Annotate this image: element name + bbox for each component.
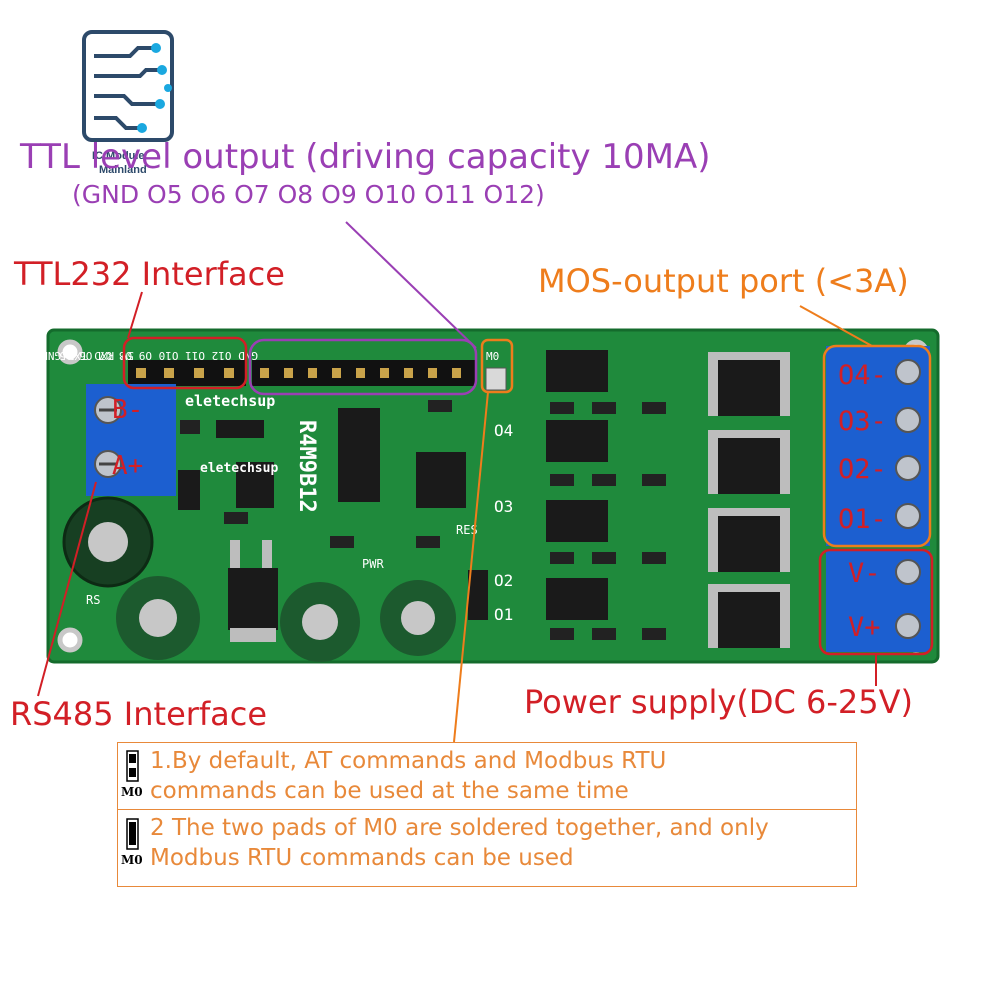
note-1-line-b: commands can be used at the same time [150, 778, 629, 804]
silk-led-o4: O4 [494, 421, 513, 440]
ttl232-label: TTL232 Interface [14, 255, 285, 293]
rs485-terminal [86, 384, 176, 496]
silk-led-o1: O1 [494, 605, 513, 624]
jumper-open-icon: M0 [121, 749, 143, 803]
callout-m0-box [480, 338, 514, 394]
leader-ttl-output [345, 221, 477, 349]
silk-ttl232-header: 5V RXD TXD GND [41, 349, 134, 362]
logo-text-line2: Mainland [99, 164, 147, 176]
leader-mos [799, 305, 873, 347]
terminal-o1: O1- [838, 504, 887, 535]
jumper-closed-icon: M0 [121, 817, 143, 871]
terminal-v-plus: V+ [848, 612, 881, 643]
silk-m0: M0 [486, 350, 499, 363]
note-2: 2 The two pads of M0 are soldered togeth… [150, 813, 769, 873]
integrated-circuits [178, 408, 488, 620]
silk-brand-2: eletechsup [200, 461, 278, 476]
jumper-open-label: M0 [121, 785, 143, 799]
mos-output-label: MOS-output port (<3A) [538, 262, 909, 300]
silk-brand: eletechsup [185, 392, 275, 410]
terminal-o3: O3- [838, 406, 887, 437]
jumper-closed-label: M0 [121, 853, 143, 867]
silk-res: RES [456, 523, 478, 537]
mosfets [708, 352, 790, 648]
terminal-b-minus: B- [112, 395, 143, 425]
silk-model: R4M9B12 [294, 420, 319, 513]
rs485-label: RS485 Interface [10, 695, 268, 733]
silk-pwr: PWR [362, 557, 384, 571]
note-1-line-a: 1.By default, AT commands and Modbus RTU [150, 748, 667, 774]
smd-resistors [180, 400, 666, 640]
m0-pad [485, 367, 507, 391]
ttl-output-pins: (GND O5 O6 O7 O8 O9 O10 O11 O12) [72, 180, 545, 209]
silk-rs: RS [86, 593, 100, 607]
optocouplers [546, 350, 608, 620]
silk-led-o2: O2 [494, 571, 513, 590]
ttl232-header [128, 360, 246, 386]
ttl-output-title: TTL level output (driving capacity 10MA) [20, 137, 711, 177]
output-terminal-block [826, 346, 930, 652]
callout-mos-box [822, 344, 932, 548]
leader-ttl232 [127, 291, 143, 339]
circuit-logo-icon [82, 30, 174, 142]
power-supply-label: Power supply(DC 6-25V) [524, 683, 913, 721]
note-2-line-b: Modbus RTU commands can be used [150, 845, 574, 871]
logo-text-line1: IC Module [92, 150, 145, 162]
m0-notes-box: M0 1.By default, AT commands and Modbus … [117, 742, 857, 887]
voltage-regulator [228, 540, 278, 642]
note-2-line-a: 2 The two pads of M0 are soldered togeth… [150, 815, 769, 841]
silk-ttl-output-header: GND O12 O11 O10 O9 O8 O7 O6 O5 [59, 349, 258, 362]
leader-m0 [453, 391, 489, 743]
silk-led-o3: O3 [494, 497, 513, 516]
terminal-o4: O4- [838, 360, 887, 391]
note-1: 1.By default, AT commands and Modbus RTU… [150, 746, 666, 806]
notes-divider [118, 809, 856, 810]
terminal-a-plus: A+ [112, 451, 143, 481]
terminal-o2: O2- [838, 454, 887, 485]
leader-rs485 [37, 481, 97, 697]
terminal-v-minus: V- [848, 558, 881, 589]
ttl-output-header [252, 360, 476, 386]
callout-ttl-output-box [248, 338, 478, 396]
callout-ttl232-box [122, 336, 248, 390]
